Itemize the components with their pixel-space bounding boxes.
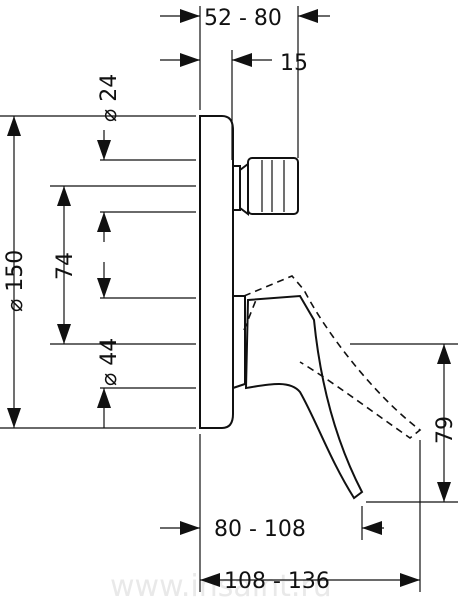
diverter-knob [233, 157, 299, 216]
dim-total-range: 108 - 136 [200, 569, 420, 594]
watermark: www.insaint.ru [110, 569, 332, 600]
svg-text:52 - 80: 52 - 80 [204, 6, 282, 31]
svg-text:⌀ 24: ⌀ 24 [97, 74, 122, 122]
wall-plate [199, 115, 234, 429]
dim-diameter-24: ⌀ 24 [97, 74, 122, 242]
svg-text:108 - 136: 108 - 136 [224, 569, 330, 594]
dim-diameter-150: ⌀ 150 [3, 116, 28, 428]
svg-text:80 - 108: 80 - 108 [214, 517, 306, 542]
svg-text:15: 15 [280, 51, 308, 76]
svg-text:⌀ 44: ⌀ 44 [97, 338, 122, 386]
spout-body [232, 275, 422, 500]
svg-text:74: 74 [53, 252, 78, 280]
dim-top-small: 15 [160, 51, 308, 76]
svg-text:⌀ 150: ⌀ 150 [3, 250, 28, 312]
dim-top-range: 52 - 80 [160, 6, 330, 31]
svg-text:79: 79 [433, 416, 458, 444]
dim-height-79: 79 [350, 343, 458, 503]
dim-spout-range: 80 - 108 [160, 517, 384, 542]
dim-diameter-44: ⌀ 44 [97, 262, 122, 428]
dim-length-74: 74 [53, 186, 78, 344]
